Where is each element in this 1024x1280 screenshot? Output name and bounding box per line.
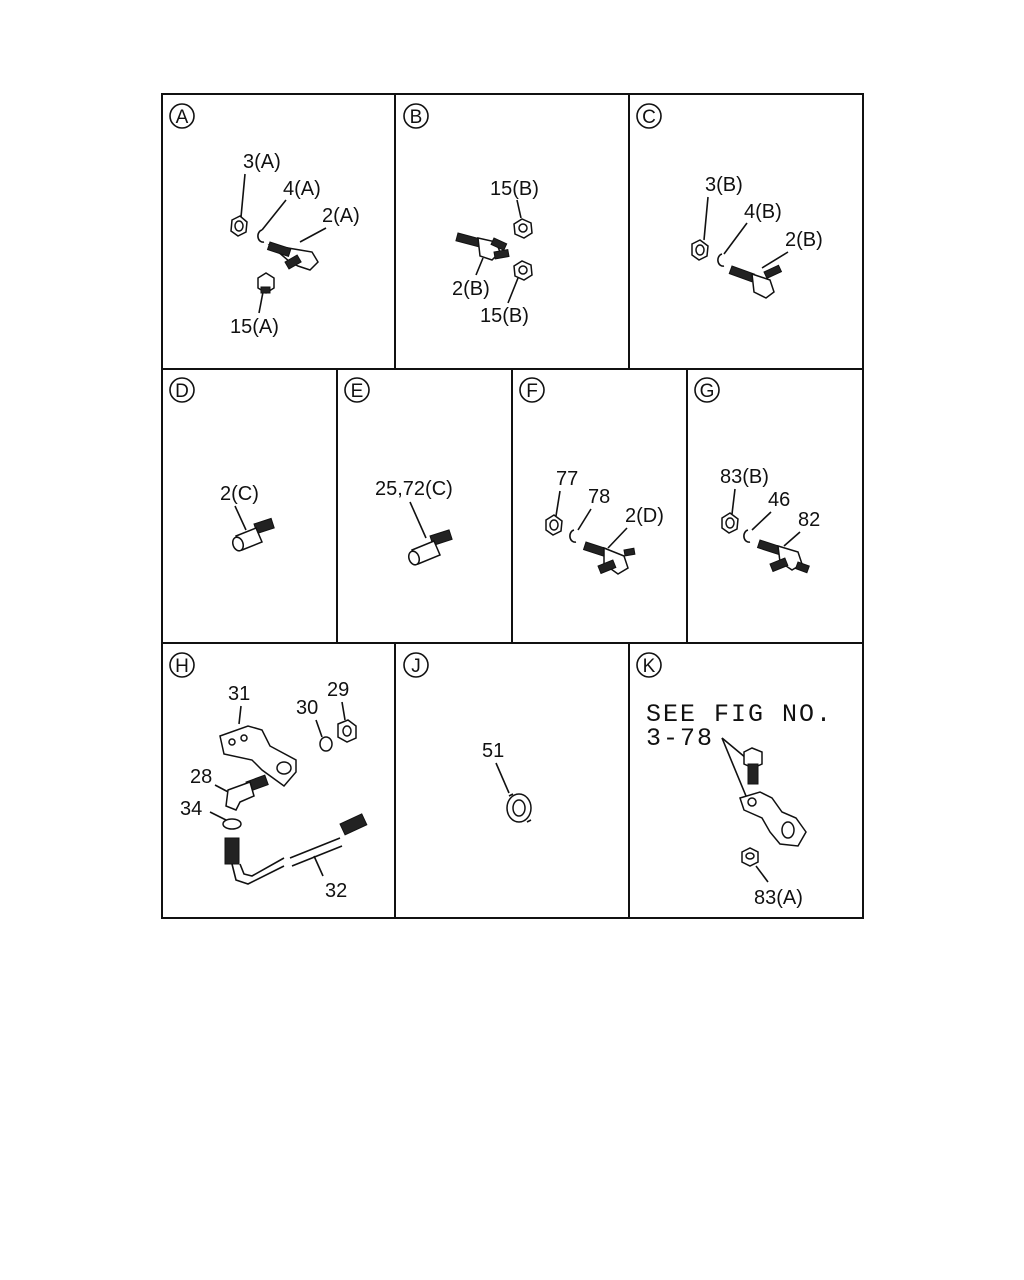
panel-d-marker — [169, 377, 195, 403]
label-83a: 83(A) — [754, 887, 803, 909]
washer-icon — [319, 736, 333, 752]
label-83b: 83(B) — [720, 466, 769, 488]
panel-d-letter: D — [175, 381, 189, 402]
union-fitting-icon — [407, 529, 453, 566]
panel-e-letter: E — [351, 381, 364, 402]
panel-f: F 77 78 2(D) — [519, 377, 664, 575]
panel-c-marker — [636, 103, 662, 129]
panel-c: C 3(B) 4(B) 2(B) — [636, 103, 823, 299]
nut-icon — [545, 514, 563, 536]
label-28: 28 — [190, 766, 212, 788]
panel-f-letter: F — [526, 381, 538, 402]
label-30: 30 — [296, 697, 318, 719]
clip-icon — [257, 229, 265, 243]
panel-j: J 51 — [403, 652, 532, 823]
bracket-icon — [219, 725, 297, 788]
panel-h-letter: H — [175, 656, 189, 677]
panel-j-letter: J — [411, 656, 421, 677]
nut-icon — [257, 272, 275, 294]
label-15a: 15(A) — [230, 316, 279, 338]
nut-icon — [513, 260, 533, 281]
panel-h-marker — [169, 652, 195, 678]
washer-icon — [222, 818, 242, 830]
label-15b-top: 15(B) — [490, 178, 539, 200]
panel-f-marker — [519, 377, 545, 403]
tee-fitting-icon — [455, 232, 510, 261]
panel-a: A 3(A) 4(A) 2(A) 15(A) — [169, 103, 360, 338]
panel-k-letter: K — [643, 656, 656, 677]
label-2a: 2(A) — [322, 205, 360, 227]
panel-k-marker — [636, 652, 662, 678]
panel-b: B 15(B) 2(B) 15(B) — [403, 103, 539, 327]
elbow-fitting-icon — [225, 774, 269, 811]
tee-fitting-icon — [266, 241, 319, 271]
label-15b-bottom: 15(B) — [480, 305, 529, 327]
panel-g-marker — [694, 377, 720, 403]
label-32: 32 — [325, 880, 347, 902]
label-2d: 2(D) — [625, 505, 664, 527]
nut-icon — [230, 215, 248, 237]
clip-icon — [569, 529, 577, 543]
label-77: 77 — [556, 468, 578, 490]
label-25-72c: 25,72(C) — [375, 478, 453, 500]
clip-icon — [743, 529, 751, 543]
label-29: 29 — [327, 679, 349, 701]
bolt-icon — [743, 747, 763, 785]
panel-a-letter: A — [176, 107, 189, 128]
nut-icon — [691, 239, 709, 261]
nut-icon — [721, 512, 739, 534]
tee-fitting-icon — [728, 264, 783, 299]
label-51: 51 — [482, 740, 504, 762]
label-4b: 4(B) — [744, 201, 782, 223]
panel-k: K SEE FIG NO. 3-78 83(A) — [636, 652, 833, 909]
panel-g: G 83(B) 46 82 — [694, 377, 820, 574]
clamp-icon — [739, 791, 807, 847]
pipe-icon — [224, 813, 368, 885]
label-2b-c: 2(B) — [785, 229, 823, 251]
panel-b-marker — [403, 103, 429, 129]
panel-b-letter: B — [410, 107, 423, 128]
label-2c: 2(C) — [220, 483, 259, 505]
label-34: 34 — [180, 798, 202, 820]
nut-icon — [513, 218, 533, 239]
see-figure-reference: SEE FIG NO. — [646, 700, 833, 729]
nut-icon — [337, 719, 357, 743]
tee-fitting-icon — [582, 541, 636, 575]
clip-icon — [717, 253, 725, 267]
panel-j-marker — [403, 652, 429, 678]
label-3a: 3(A) — [243, 151, 281, 173]
panel-a-marker — [169, 103, 195, 129]
label-4a: 4(A) — [283, 178, 321, 200]
panel-e-marker — [344, 377, 370, 403]
panel-d: D 2(C) — [169, 377, 275, 552]
panel-h: H 31 29 30 28 34 32 — [169, 652, 368, 902]
panel-c-letter: C — [642, 107, 656, 128]
see-figure-number: 3-78 — [646, 724, 714, 753]
panel-grid — [161, 93, 864, 919]
label-82: 82 — [798, 509, 820, 531]
label-31: 31 — [228, 683, 250, 705]
label-3b: 3(B) — [705, 174, 743, 196]
nut-icon — [741, 847, 759, 867]
panel-g-letter: G — [700, 381, 715, 402]
label-46: 46 — [768, 489, 790, 511]
label-2b: 2(B) — [452, 278, 490, 300]
tee-fitting-icon — [756, 539, 810, 574]
panel-e: E 25,72(C) — [344, 377, 453, 566]
grommet-icon — [506, 793, 532, 823]
union-fitting-icon — [231, 517, 275, 552]
label-78: 78 — [588, 486, 610, 508]
